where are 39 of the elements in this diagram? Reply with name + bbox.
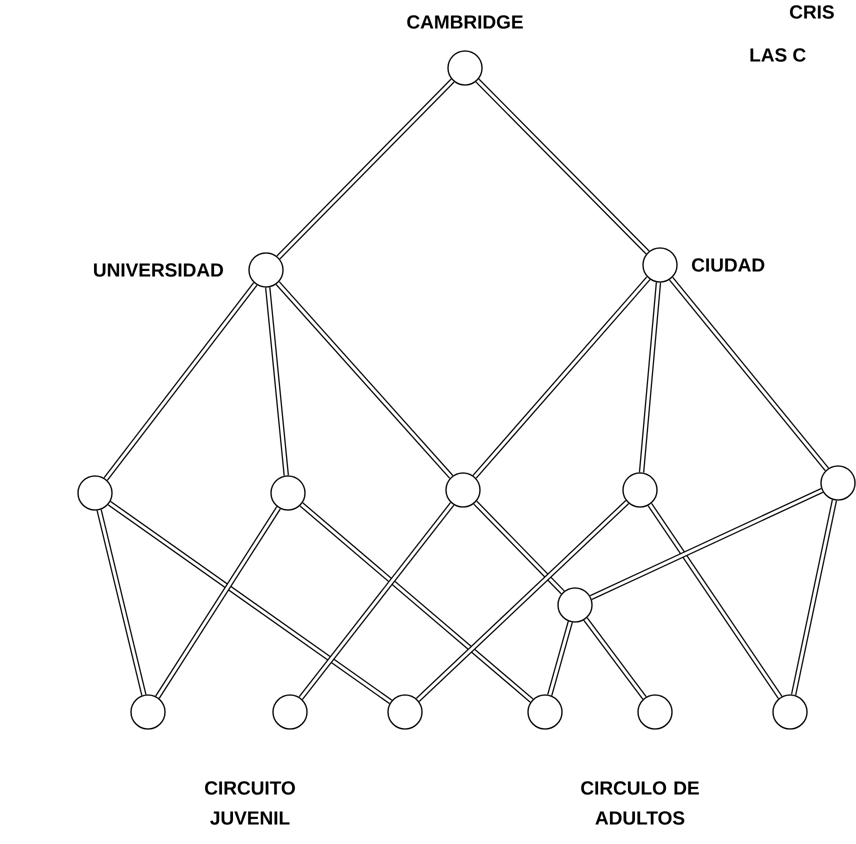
- connector: [104, 282, 258, 481]
- connector: [648, 503, 782, 699]
- connector: [300, 502, 534, 703]
- junction-circle: [820, 465, 856, 501]
- connector: [547, 621, 573, 696]
- connector: [276, 281, 454, 479]
- connector: [476, 78, 650, 254]
- junction-circle: [557, 587, 593, 623]
- caption-text: CIRCUITO JUVENIL: [205, 781, 295, 825]
- connector: [583, 618, 647, 700]
- node-label: CAMBRIDGE: [407, 15, 523, 29]
- junction-circle: [637, 694, 673, 730]
- connector: [590, 488, 824, 600]
- junction-circle: [77, 475, 113, 511]
- caption-text: LAS C: [750, 48, 806, 62]
- connector: [155, 506, 281, 699]
- junction-circle: [270, 475, 306, 511]
- connector: [638, 282, 662, 473]
- junction-circle: [445, 472, 481, 508]
- connector: [265, 287, 289, 476]
- connector: [473, 500, 565, 594]
- connector: [276, 78, 455, 260]
- connector: [298, 502, 454, 700]
- connector: [96, 510, 146, 696]
- node-label: CIUDAD: [692, 258, 764, 272]
- connector: [790, 500, 838, 696]
- junction-circle: [772, 694, 808, 730]
- connector: [108, 500, 392, 704]
- caption-text: CIRCULO DE ADULTOS: [581, 781, 699, 825]
- node-label: UNIVERSIDAD: [94, 263, 223, 277]
- connector: [472, 276, 650, 478]
- caption-text: CRIS: [790, 5, 834, 19]
- connector: [416, 500, 630, 702]
- junction-circle: [130, 694, 166, 730]
- junction-circle: [527, 694, 563, 730]
- junction-circle: [272, 694, 308, 730]
- junction-circle: [387, 694, 423, 730]
- junction-circle: [622, 472, 658, 508]
- connector: [669, 276, 829, 472]
